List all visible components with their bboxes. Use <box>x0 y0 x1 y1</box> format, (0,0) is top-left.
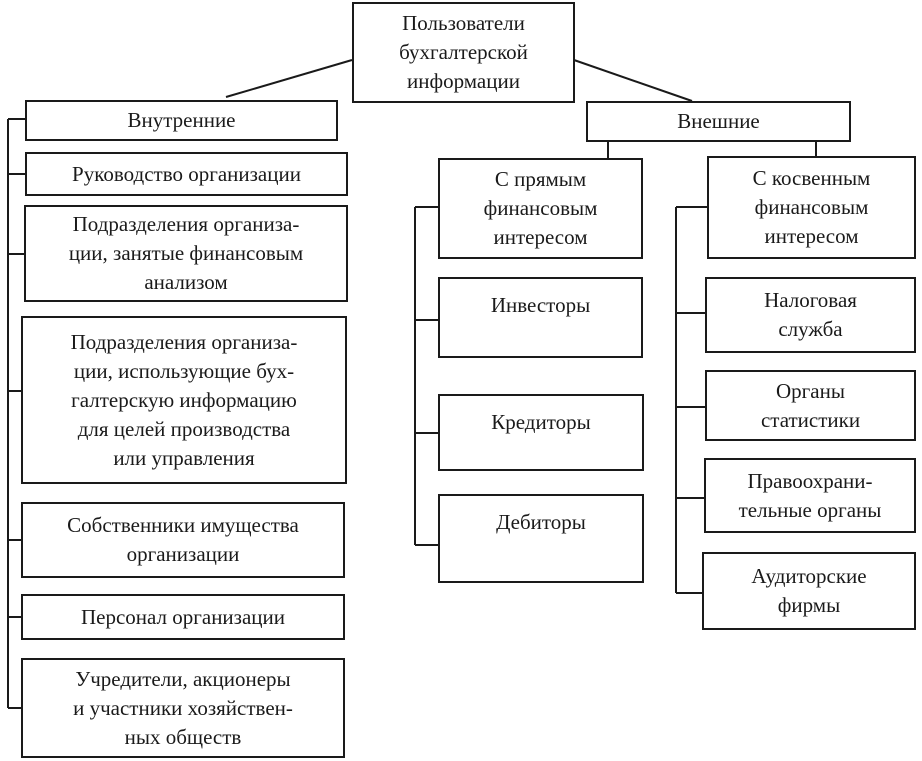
internal-item-founders: Учредители, акционеры и участники хозяйс… <box>21 658 345 758</box>
connector-root-external <box>573 59 693 102</box>
internal-node: Внутренние <box>25 100 338 141</box>
direct-item-creditors: Кредиторы <box>438 394 644 471</box>
internal-item-property-owners: Собственники имущества организации <box>21 502 345 578</box>
internal-item-production-units: Подразделения организа- ции, использующи… <box>21 316 347 484</box>
indirect-item-auditors: Аудиторские фирмы <box>702 552 916 630</box>
internal-item-management: Руководство организации <box>25 152 348 196</box>
direct-item-investors: Инвесторы <box>438 277 643 358</box>
direct-interest-node: С прямым финансовым интересом <box>438 158 643 259</box>
indirect-item-tax-service: Налоговая служба <box>705 277 916 353</box>
indirect-item-statistics: Органы статистики <box>705 370 916 441</box>
external-node: Внешние <box>586 101 851 142</box>
root-node: Пользователи бухгалтерской информации <box>352 2 575 103</box>
indirect-item-law-enforcement: Правоохрани- тельные органы <box>704 458 916 533</box>
connector-root-internal <box>225 59 353 98</box>
direct-item-debtors: Дебиторы <box>438 494 644 583</box>
indirect-interest-node: С косвенным финансовым интересом <box>707 156 916 259</box>
internal-item-personnel: Персонал организации <box>21 594 345 640</box>
internal-item-financial-analysis: Подразделения организа- ции, занятые фин… <box>24 205 348 302</box>
